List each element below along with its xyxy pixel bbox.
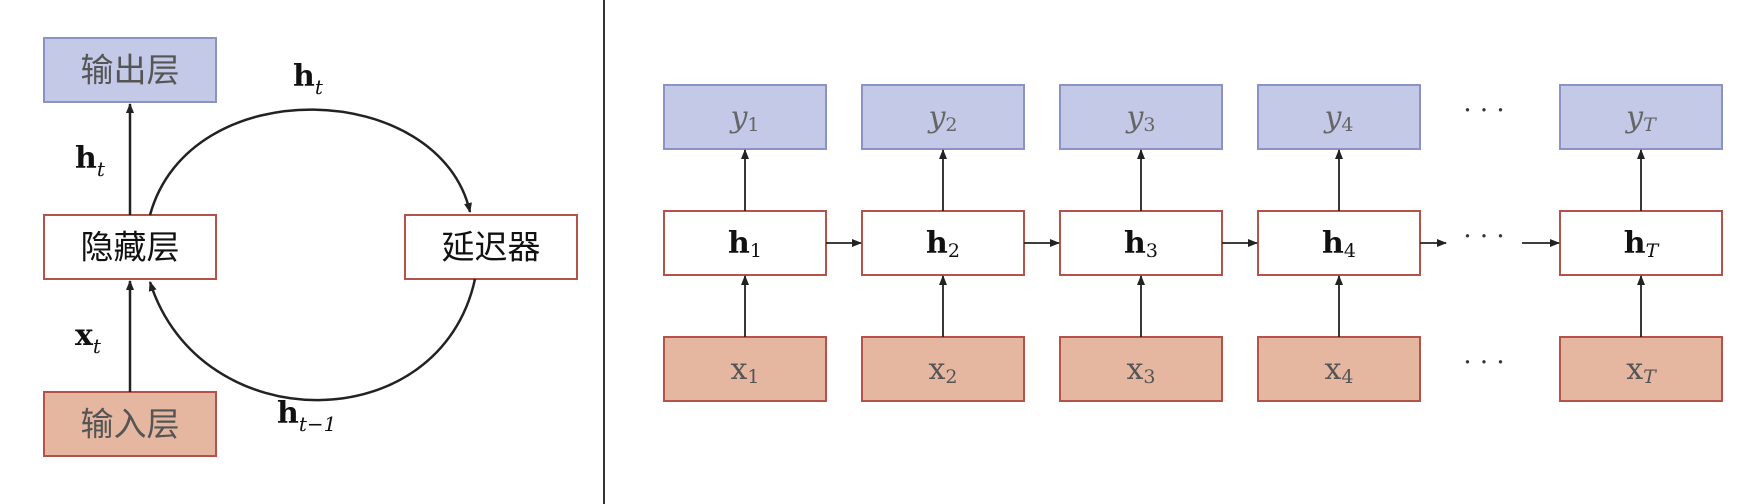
- input-box-1: x1: [663, 336, 827, 402]
- label-xt: xt: [75, 318, 102, 358]
- ellipsis-input: · · ·: [1463, 348, 1504, 378]
- output-box-1: y1: [663, 84, 827, 150]
- label-ht-top: ht: [293, 59, 324, 99]
- output-label-4: y4: [1322, 100, 1353, 137]
- delay-box: 延迟器: [404, 214, 578, 280]
- output-label-1: y1: [728, 100, 759, 137]
- output-box-2: y2: [861, 84, 1025, 150]
- output-box-3: y3: [1059, 84, 1223, 150]
- input-label-3: x3: [1126, 352, 1155, 389]
- hidden-layer-label: 隐藏层: [81, 228, 180, 267]
- delay-label: 延迟器: [442, 228, 541, 267]
- arrow-hidden-to-delay: [148, 108, 472, 216]
- input-label-2: x2: [928, 352, 957, 389]
- ellipsis-hidden: · · ·: [1463, 222, 1504, 252]
- input-layer-label: 输入层: [81, 405, 180, 444]
- output-box-4: y4: [1257, 84, 1421, 150]
- output-label-2: y2: [926, 100, 957, 137]
- hidden-box-1: h1: [663, 210, 827, 276]
- arrow-delay-to-hidden: [148, 278, 477, 402]
- hidden-label-5: hT: [1624, 226, 1660, 263]
- output-box-5: yT: [1559, 84, 1723, 150]
- output-label-3: y3: [1124, 100, 1155, 137]
- hidden-label-4: h4: [1322, 226, 1356, 263]
- hidden-box-2: h2: [861, 210, 1025, 276]
- output-layer-label: 输出层: [81, 51, 180, 90]
- label-ht-minus-1: ht−1: [277, 396, 336, 436]
- input-box-3: x3: [1059, 336, 1223, 402]
- input-box-4: x4: [1257, 336, 1421, 402]
- right-diagram: y1 h1 x1 y2 h2 x2 y3 h3 x3 y4 h4 x4 yT hT xT · · · · · ·…: [663, 84, 1723, 402]
- hidden-layer-box: 隐藏层: [43, 214, 217, 280]
- input-box-2: x2: [861, 336, 1025, 402]
- hidden-box-3: h3: [1059, 210, 1223, 276]
- hidden-label-2: h2: [926, 226, 960, 263]
- hidden-label-1: h1: [728, 226, 762, 263]
- hidden-box-4: h4: [1257, 210, 1421, 276]
- input-box-5: xT: [1559, 336, 1723, 402]
- hidden-label-3: h3: [1124, 226, 1158, 263]
- input-label-1: x1: [730, 352, 759, 389]
- output-label-5: yT: [1624, 100, 1657, 137]
- label-ht-left: ht: [75, 141, 106, 181]
- hidden-box-5: hT: [1559, 210, 1723, 276]
- input-label-4: x4: [1324, 352, 1353, 389]
- left-diagram: 输出层 隐藏层 输入层 延迟器 ht ht xt ht−1: [43, 37, 578, 457]
- ellipsis-output: · · ·: [1463, 96, 1504, 126]
- input-layer-box: 输入层: [43, 391, 217, 457]
- input-label-5: xT: [1626, 352, 1657, 389]
- output-layer-box: 输出层: [43, 37, 217, 103]
